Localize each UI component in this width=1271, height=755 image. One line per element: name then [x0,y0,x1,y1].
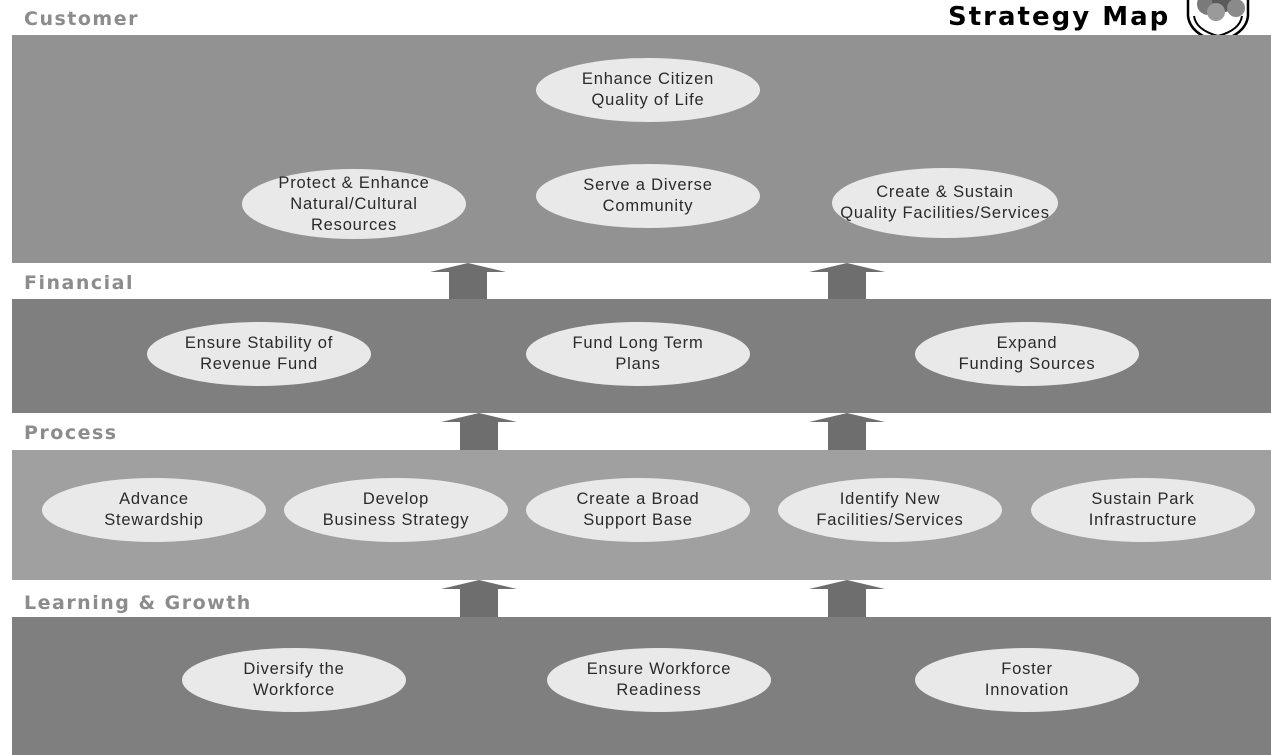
objective-oval: Protect & Enhance Natural/Cultural Resou… [242,169,466,239]
up-arrow-icon [809,580,885,617]
objective-oval: Advance Stewardship [42,478,266,542]
lane-label-customer: Customer [24,8,139,30]
objective-oval: Serve a Diverse Community [536,164,760,228]
page-title: Strategy Map [948,2,1171,32]
objective-oval: Foster Innovation [915,648,1139,712]
objective-oval: Ensure Stability of Revenue Fund [147,322,371,386]
objective-oval: Develop Business Strategy [284,478,508,542]
up-arrow-icon [441,413,517,450]
objective-oval: Ensure Workforce Readiness [547,648,771,712]
objective-oval: Diversify the Workforce [182,648,406,712]
objective-oval: Enhance Citizen Quality of Life [536,58,760,122]
objective-oval: Create a Broad Support Base [526,478,750,542]
up-arrow-icon [809,263,885,299]
lane-label-financial: Financial [24,272,134,294]
objective-oval: Sustain Park Infrastructure [1031,478,1255,542]
objective-oval: Fund Long Term Plans [526,322,750,386]
up-arrow-icon [430,263,506,299]
lane-label-learning-growth: Learning & Growth [24,592,252,614]
lane-label-process: Process [24,422,118,444]
objective-oval: Expand Funding Sources [915,322,1139,386]
objective-oval: Identify New Facilities/Services [778,478,1002,542]
up-arrow-icon [441,580,517,617]
objective-oval: Create & Sustain Quality Facilities/Serv… [832,168,1058,238]
up-arrow-icon [809,413,885,450]
